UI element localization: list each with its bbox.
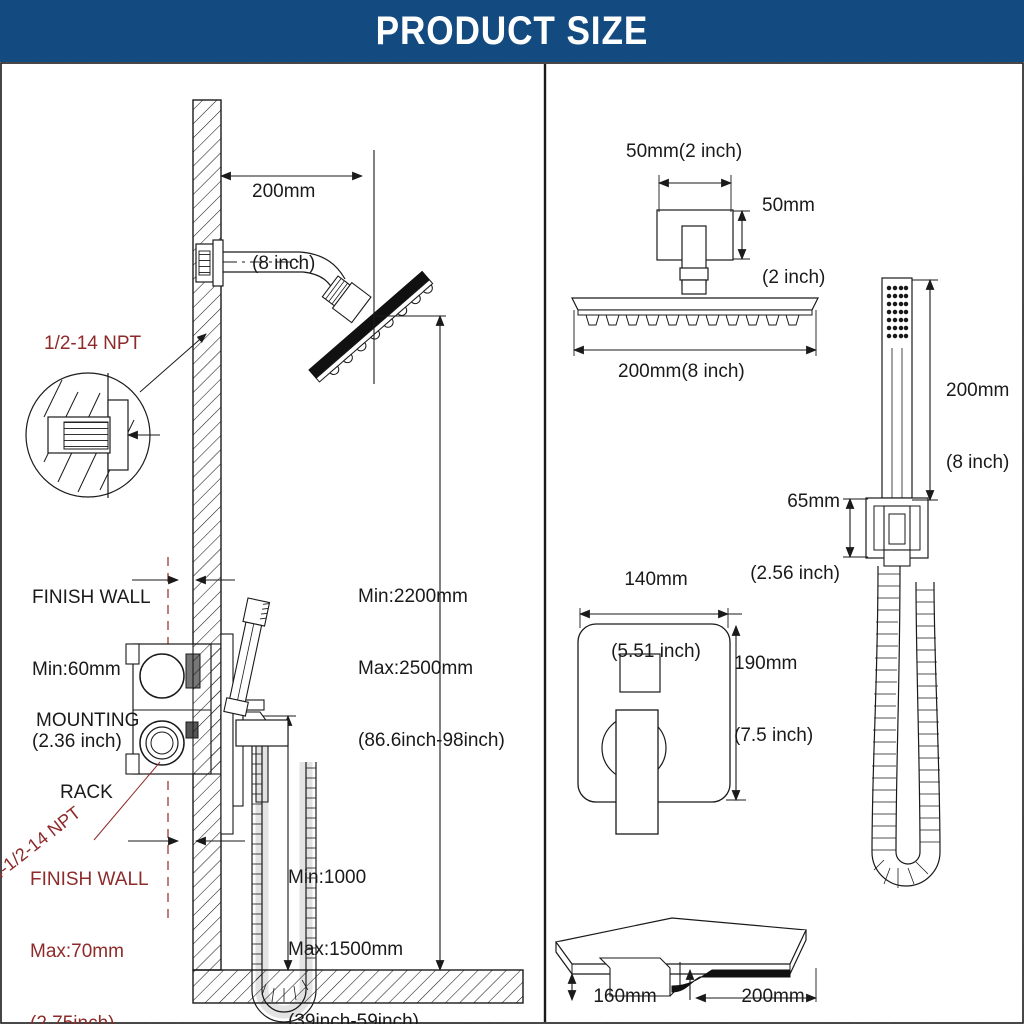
label-head-width: 200mm(8 inch) (618, 361, 745, 382)
label-head-span: 200mm (8 inch) (741, 986, 805, 1007)
label-valve-height: Min:1000 Max:1500mm (39inch-59inch) (288, 867, 419, 1024)
label-head-height: Min:2200mm Max:2500mm (86.6inch-98inch) (358, 586, 505, 751)
label-npt-inlet: 1/2-14 NPT (44, 333, 142, 354)
label-finish-wall-min: FINISH WALL Min:60mm (2.36 inch) (32, 587, 151, 752)
label-flange-height: 50mm (2 inch) (762, 195, 826, 288)
label-head-depth: 160mm (6.3 inch) (593, 986, 657, 1007)
label-mounting-rack: MOUNTING RACK (36, 710, 140, 803)
label-plate-width: 140mm (5.51 inch) (611, 569, 701, 662)
label-plate-height: 190mm (7.5 inch) (734, 653, 814, 746)
page-title: PRODUCT SIZE (375, 8, 649, 53)
label-holder-width: 65mm (2.56 inch) (750, 491, 840, 584)
label-arm-projection: 200mm (8 inch) (252, 181, 316, 274)
label-handheld-length: 200mm (8 inch) (946, 380, 1010, 473)
drawing-canvas (0, 62, 1024, 1024)
label-finish-wall-max: FINISH WALL Max:70mm (2.75inch) (30, 869, 149, 1024)
header-bar: PRODUCT SIZE (0, 0, 1024, 62)
label-flange-width: 50mm(2 inch) (626, 141, 743, 162)
